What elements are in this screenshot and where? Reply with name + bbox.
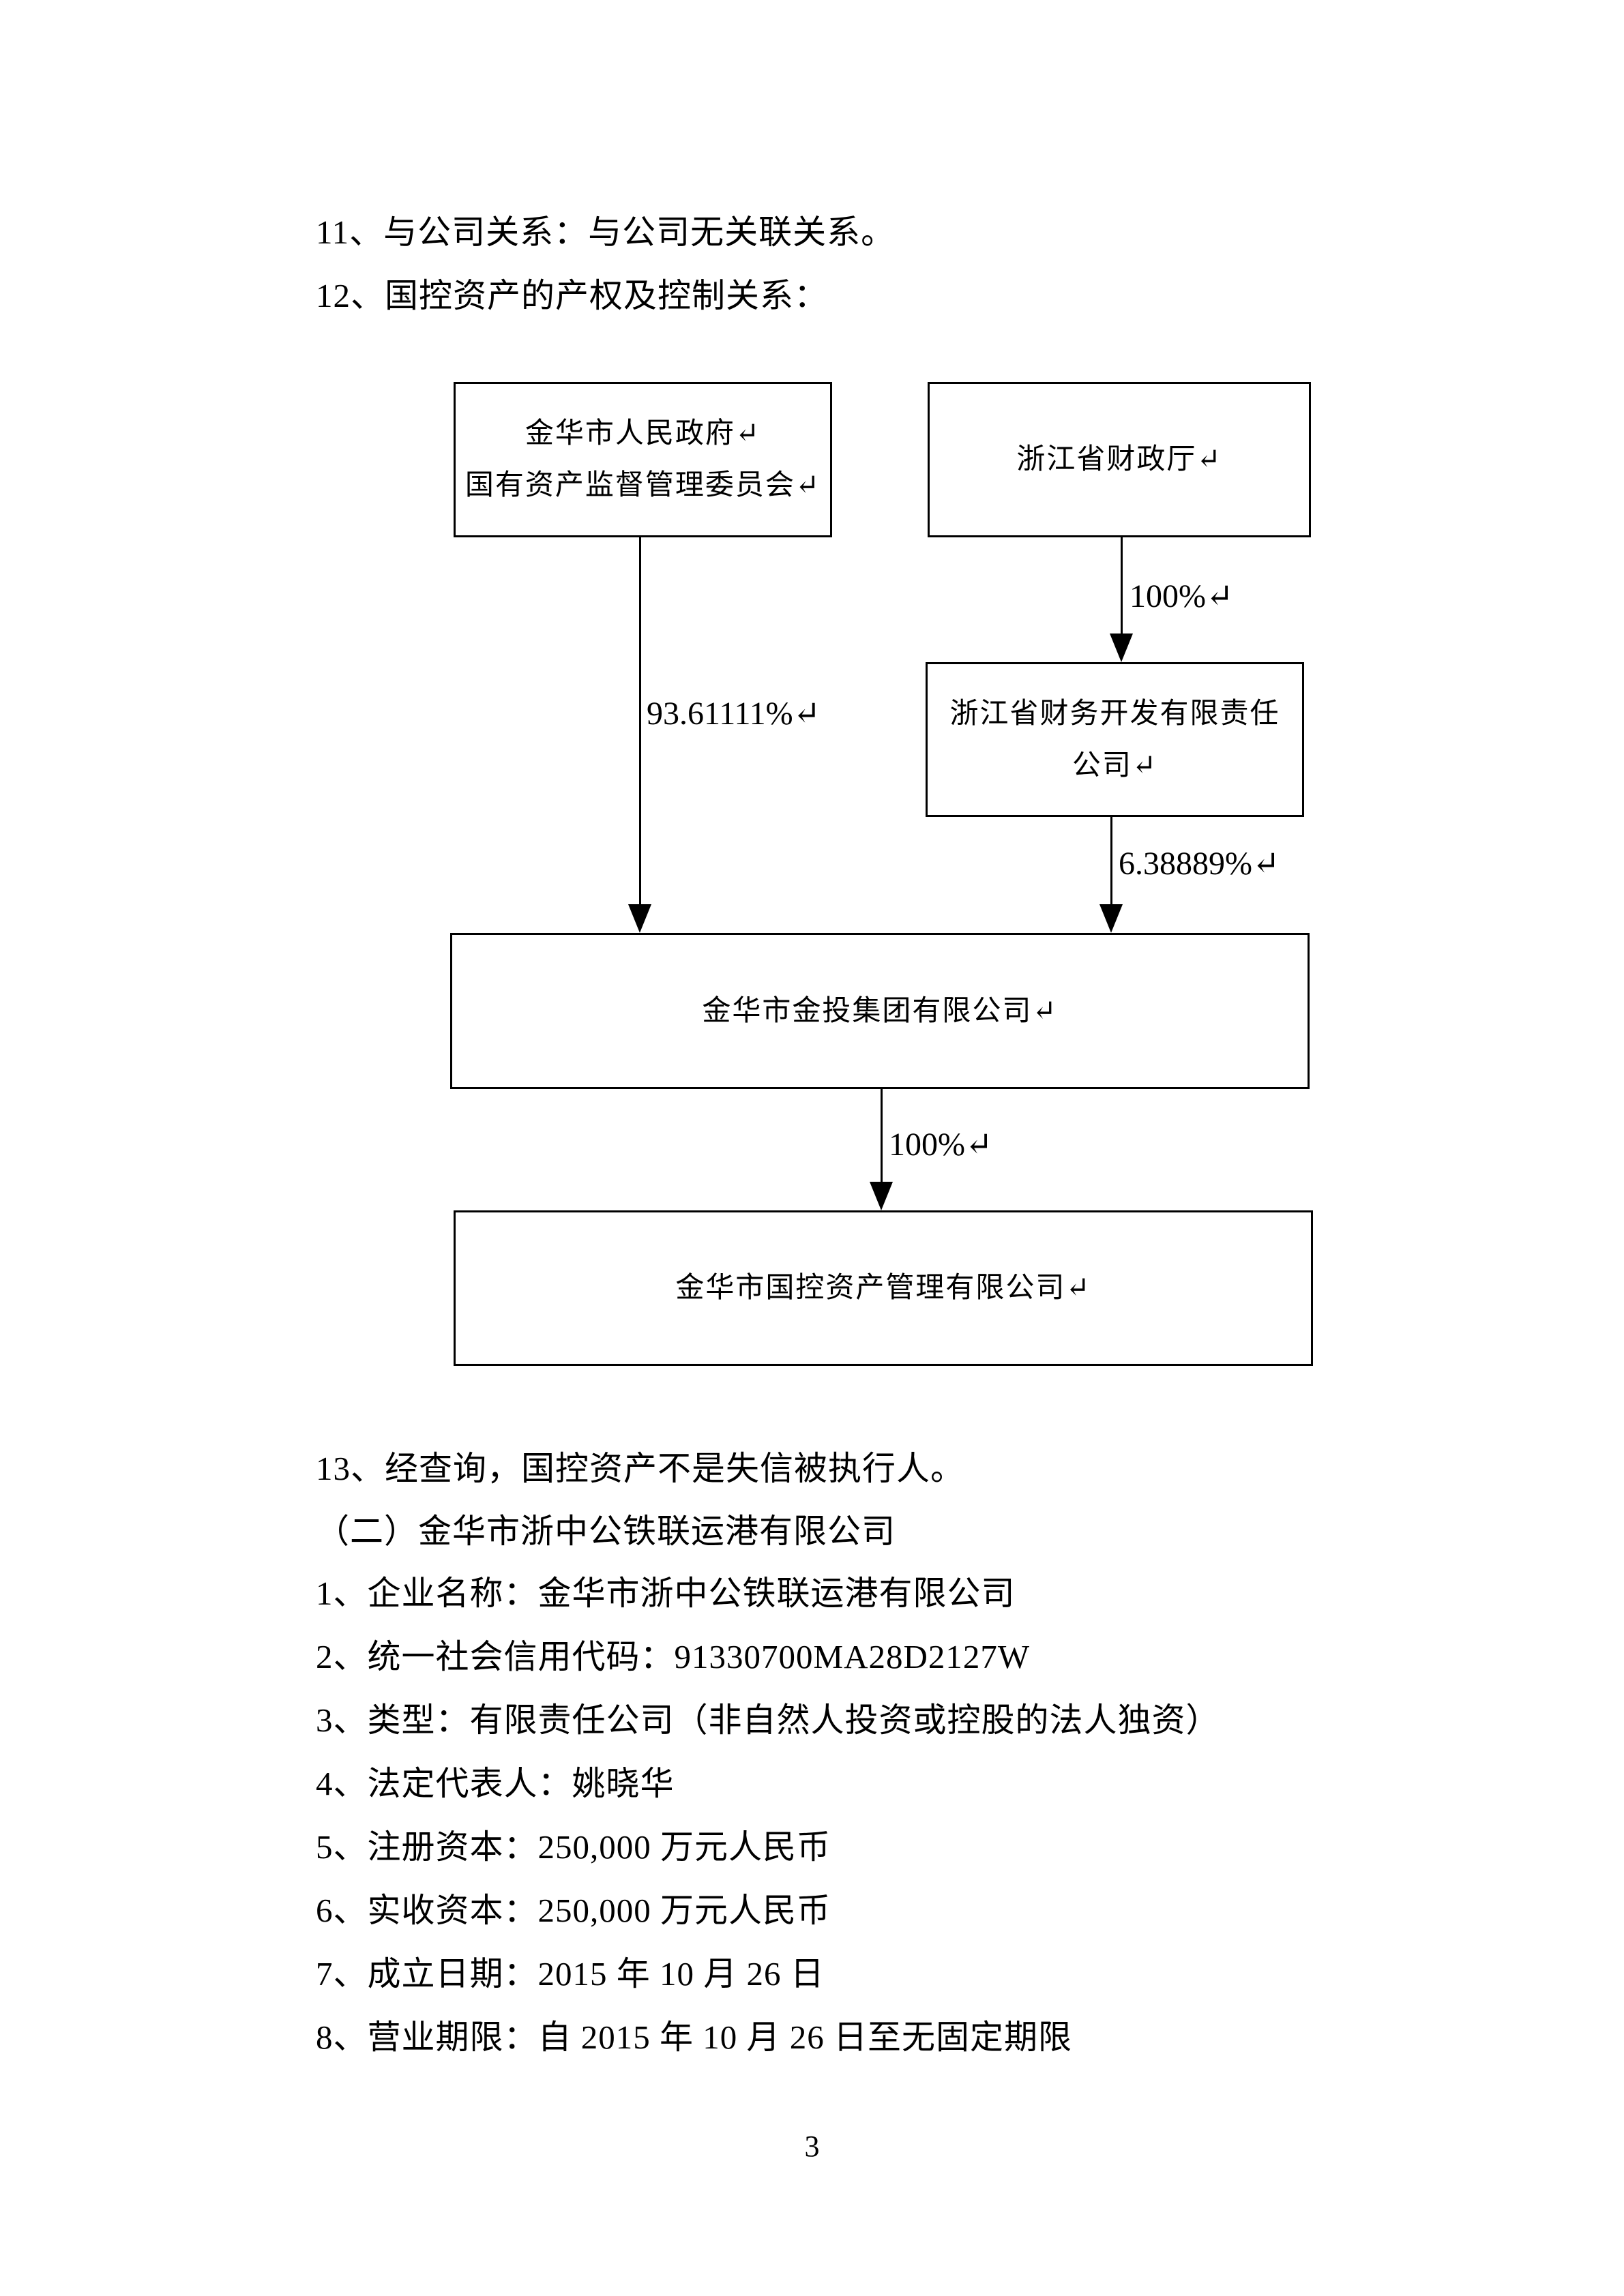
paragraph-ownership-heading: 12、国控资产的产权及控制关系：: [316, 277, 829, 314]
org-box-label: 金华市人民政府↵: [525, 418, 761, 449]
page-number: 3: [804, 2130, 820, 2163]
connector-financedept-to-dev-line: [1121, 537, 1123, 634]
org-box-zhejiang-finance-dev: 浙江省财务开发有限责任 公司↵: [926, 662, 1304, 817]
connector-dev-to-group-line: [1110, 817, 1112, 906]
paragraph-credit-code: 2、统一社会信用代码：91330700MA28D2127W: [316, 1638, 1031, 1675]
arrow-down-icon: [628, 904, 651, 933]
equity-structure-diagram: 金华市人民政府↵ 国有资产监督管理委员会↵ 浙江省财政厅↵ 浙江省财务开发有限责…: [450, 382, 1313, 1366]
arrow-down-icon: [870, 1182, 893, 1210]
org-box-label: 金华市国控资产管理有限公司↵: [675, 1272, 1091, 1304]
ownership-label-sasac-to-group: 93.61111%↵: [647, 696, 821, 732]
connector-group-to-asset-line: [881, 1089, 883, 1183]
org-box-jinhua-guokong-asset: 金华市国控资产管理有限公司↵: [454, 1210, 1313, 1366]
org-box-label: 浙江省财务开发有限责任: [949, 698, 1280, 730]
org-box-jinhua-sasac: 金华市人民政府↵ 国有资产监督管理委员会↵: [454, 382, 832, 537]
paragraph-establish-date: 7、成立日期：2015 年 10 月 26 日: [316, 1955, 825, 1993]
paragraph-company-name: 1、企业名称：金华市浙中公铁联运港有限公司: [316, 1575, 1016, 1612]
org-box-label: 金华市金投集团有限公司↵: [702, 995, 1058, 1027]
org-box-zhejiang-finance-dept: 浙江省财政厅↵: [928, 382, 1311, 537]
arrow-down-icon: [1099, 904, 1123, 933]
paragraph-legal-representative: 4、法定代表人：姚晓华: [316, 1765, 675, 1802]
paragraph-paid-in-capital: 6、实收资本：250,000 万元人民币: [316, 1892, 831, 1929]
connector-sasac-to-group-line: [639, 537, 641, 906]
paragraph-13-dishonesty-check: 13、经查询，国控资产不是失信被执行人。: [316, 1450, 965, 1487]
org-box-label: 公司↵: [1072, 749, 1158, 781]
paragraph-registered-capital: 5、注册资本：250,000 万元人民币: [316, 1828, 831, 1866]
org-box-jinhua-jintou-group: 金华市金投集团有限公司↵: [450, 933, 1310, 1089]
paragraph-relationship: 11、与公司关系：与公司无关联关系。: [316, 213, 896, 251]
ownership-label-financedept-to-dev: 100%↵: [1130, 578, 1234, 614]
paragraph-company-type: 3、类型：有限责任公司（非自然人投资或控股的法人独资）: [316, 1701, 1220, 1739]
arrow-down-icon: [1110, 633, 1133, 662]
paragraph-business-term: 8、营业期限：自 2015 年 10 月 26 日至无固定期限: [316, 2018, 1073, 2056]
org-box-label: 浙江省财政厅↵: [1016, 444, 1222, 475]
ownership-label-dev-to-group: 6.38889%↵: [1119, 846, 1280, 882]
paragraph-section-2-heading: （二）金华市浙中公铁联运港有限公司: [316, 1512, 896, 1550]
org-box-label: 国有资产监督管理委员会↵: [464, 470, 821, 501]
ownership-label-group-to-asset: 100%↵: [889, 1127, 993, 1163]
